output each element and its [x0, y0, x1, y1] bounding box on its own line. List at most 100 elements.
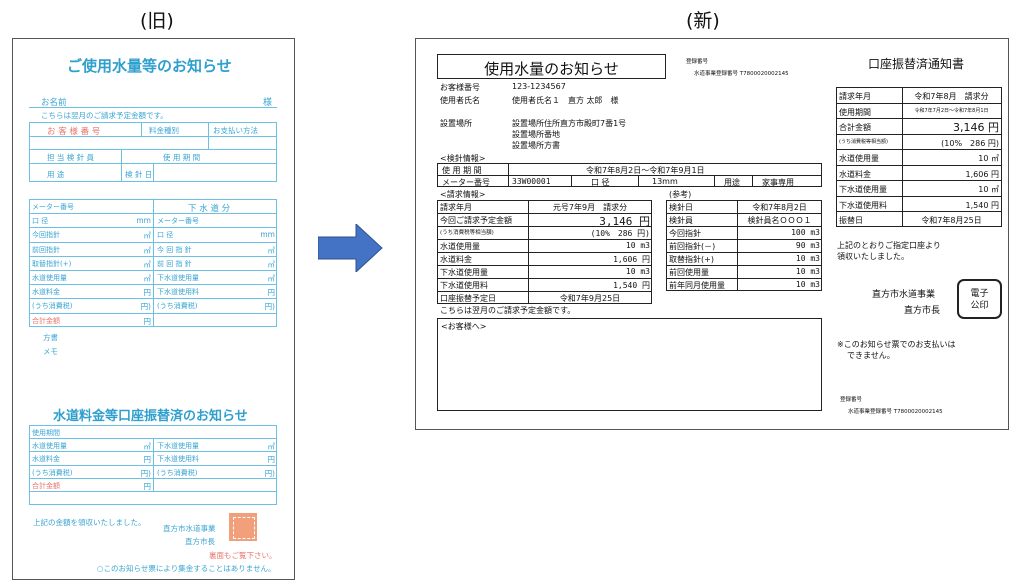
right-row-label: 下水道使用料: [839, 200, 887, 210]
new-place-3: 設置場所方書: [512, 141, 560, 150]
old-issuer2: 直方市長: [185, 537, 215, 546]
bill-row-value: 1,606 円: [613, 255, 650, 264]
new-reg-label-2: 登録番号: [840, 397, 863, 403]
old-right-row-unit: ㎥: [267, 245, 276, 255]
right-row-divider: [836, 133, 1002, 135]
old-received: 上記の金額を領収いたしました。: [33, 518, 146, 527]
old-left-row-unit: mm: [136, 216, 151, 226]
ref-row-value: 90 m3: [795, 241, 820, 250]
bill-row-label: 今回ご請求予定金額: [440, 216, 512, 225]
bill-row-value: 10 m3: [625, 241, 650, 250]
old-use-label: 用 途: [47, 170, 65, 179]
old-right-row-label: 口 径: [157, 231, 174, 240]
old-row-divider: [29, 227, 277, 229]
bill-row-label: 口座振替予定日: [440, 294, 496, 303]
old-hoshiki: 方書: [43, 333, 58, 342]
new-to-customer: <お客様へ>: [441, 322, 487, 331]
old-left-row-unit: ㎥: [143, 259, 152, 269]
old-left-row-label: 水道使用量: [32, 274, 67, 282]
old-sub-row-divider: [29, 491, 277, 492]
new-user: 使用者氏名１ 直方 太郎 様: [512, 96, 619, 105]
old-right-row-label: 下水道使用量: [157, 274, 199, 282]
ref-row-label: 前回使用量: [669, 268, 709, 277]
old-row-divider: [29, 270, 277, 271]
old-left-row-label: 合計金額: [32, 316, 60, 325]
bill-row-divider: [437, 226, 652, 227]
old-sub-row-divider: [29, 477, 277, 479]
ref-row-label: 今回指針: [669, 229, 701, 238]
ref-row-label: 取替指針(+): [669, 255, 714, 264]
ref-row-divider: [666, 213, 822, 214]
new-issuer1: 直方市水道事業: [872, 290, 936, 300]
new-reg-label: 登録番号: [686, 59, 709, 65]
new-place-2: 設置場所番地: [512, 130, 560, 139]
old-name-label: お名前: [41, 98, 67, 108]
bill-row-divider: [437, 239, 652, 240]
right-row-label: 請求年月: [839, 92, 871, 101]
bill-row-label: (うち消費税等相当額): [440, 230, 494, 236]
right-row-value: (10% 286 円): [941, 138, 999, 148]
right-row-divider: [836, 102, 1002, 104]
old-right-row-label: メーター番号: [157, 217, 199, 226]
new-bore-label: 口 径: [591, 178, 610, 187]
old-reading-date-label: 検 針 日: [125, 170, 153, 179]
old-left-row-label: 水道料金: [32, 288, 60, 297]
ref-row-label: 前回指針(－): [669, 242, 716, 251]
right-row-label: 下水道使用量: [839, 185, 887, 194]
new-place-1: 設置場所住所直方市殿町7番1号: [512, 119, 627, 128]
new-no-pay-2: できません。: [847, 351, 895, 360]
new-reg-text: 水道事業登録番号 T7800020002145: [694, 71, 789, 77]
old-form-label: (旧): [140, 10, 174, 32]
new-issuer2: 直方市長: [904, 306, 941, 316]
old-sub-right-unit: ㎥: [267, 442, 276, 452]
old-left-row-label: メーター番号: [32, 203, 74, 211]
bill-row-label: 下水道使用料: [440, 281, 488, 290]
new-cust-no: 123-1234567: [512, 82, 566, 91]
right-row-label: (うち消費税等相当額): [839, 138, 888, 145]
old-notice-form: ご使用水量等のお知らせ お名前 様 こちらは翌月のご請求予定金額です。 お 客 …: [12, 38, 295, 580]
old-reader-label: 担 当 検 針 員: [47, 153, 95, 162]
old-left-row-unit: ㎥: [143, 274, 152, 283]
old-honorific: 様: [263, 98, 273, 108]
old-left-row-label: 今回指針: [32, 231, 60, 240]
old-row-divider: [29, 284, 277, 286]
old-sub-right-unit: 円: [267, 455, 276, 465]
bill-row-divider: [437, 265, 652, 266]
right-row-divider: [836, 149, 1002, 150]
ref-row-value: 10 m3: [795, 254, 820, 263]
right-row-label: 合計金額: [839, 123, 871, 132]
new-title: 使用水量のお知らせ: [484, 60, 619, 78]
old-left-row-label: 取替指針(+): [32, 259, 72, 268]
ref-row-divider: [666, 226, 822, 227]
new-reg-text-2: 水道事業登録番号 T7800020002145: [848, 409, 943, 415]
old-right-row-unit: ㎥: [267, 259, 276, 269]
bill-row-divider: [437, 278, 652, 279]
ref-row-label: 検針日: [669, 203, 693, 212]
ref-row-divider: [666, 252, 822, 253]
bill-row-value: 3,146 円: [599, 215, 650, 228]
new-seal-1: 電子: [970, 289, 989, 299]
old-left-row-label: 口 径: [32, 217, 49, 226]
old-left-row-label: (うち消費税): [32, 302, 73, 311]
old-right-row-unit: ㎥: [267, 274, 276, 283]
right-row-label: 振替日: [839, 216, 863, 225]
new-bore: 13mm: [652, 177, 678, 186]
right-row-value: 令和7年7月2日～令和7年8月1日: [914, 107, 989, 114]
old-sewer-head: 下 水 道 分: [188, 204, 231, 214]
right-row-divider: [836, 211, 1002, 212]
ref-row-value: 10 m3: [795, 267, 820, 276]
old-sub-title: 水道料金等口座振替済のお知らせ: [53, 409, 248, 424]
old-sub-left-unit: ㎥: [143, 442, 152, 452]
old-issuer1: 直方市水道事業: [163, 524, 216, 533]
old-sub-left-label: 水道使用量: [32, 442, 67, 451]
right-row-divider: [836, 118, 1002, 119]
new-meter-no-label: メーター番号: [442, 178, 490, 187]
old-row-divider: [29, 241, 277, 243]
bill-row-label: 水道料金: [440, 255, 472, 264]
right-row-divider: [836, 180, 1002, 181]
right-row-value: 1,540 円: [965, 200, 999, 210]
ref-row-label: 検針員: [669, 216, 693, 225]
bill-row-value: (10% 286 円): [590, 229, 650, 238]
bill-row-label: 下水道使用量: [440, 268, 488, 277]
old-sub-row-divider: [29, 464, 277, 466]
